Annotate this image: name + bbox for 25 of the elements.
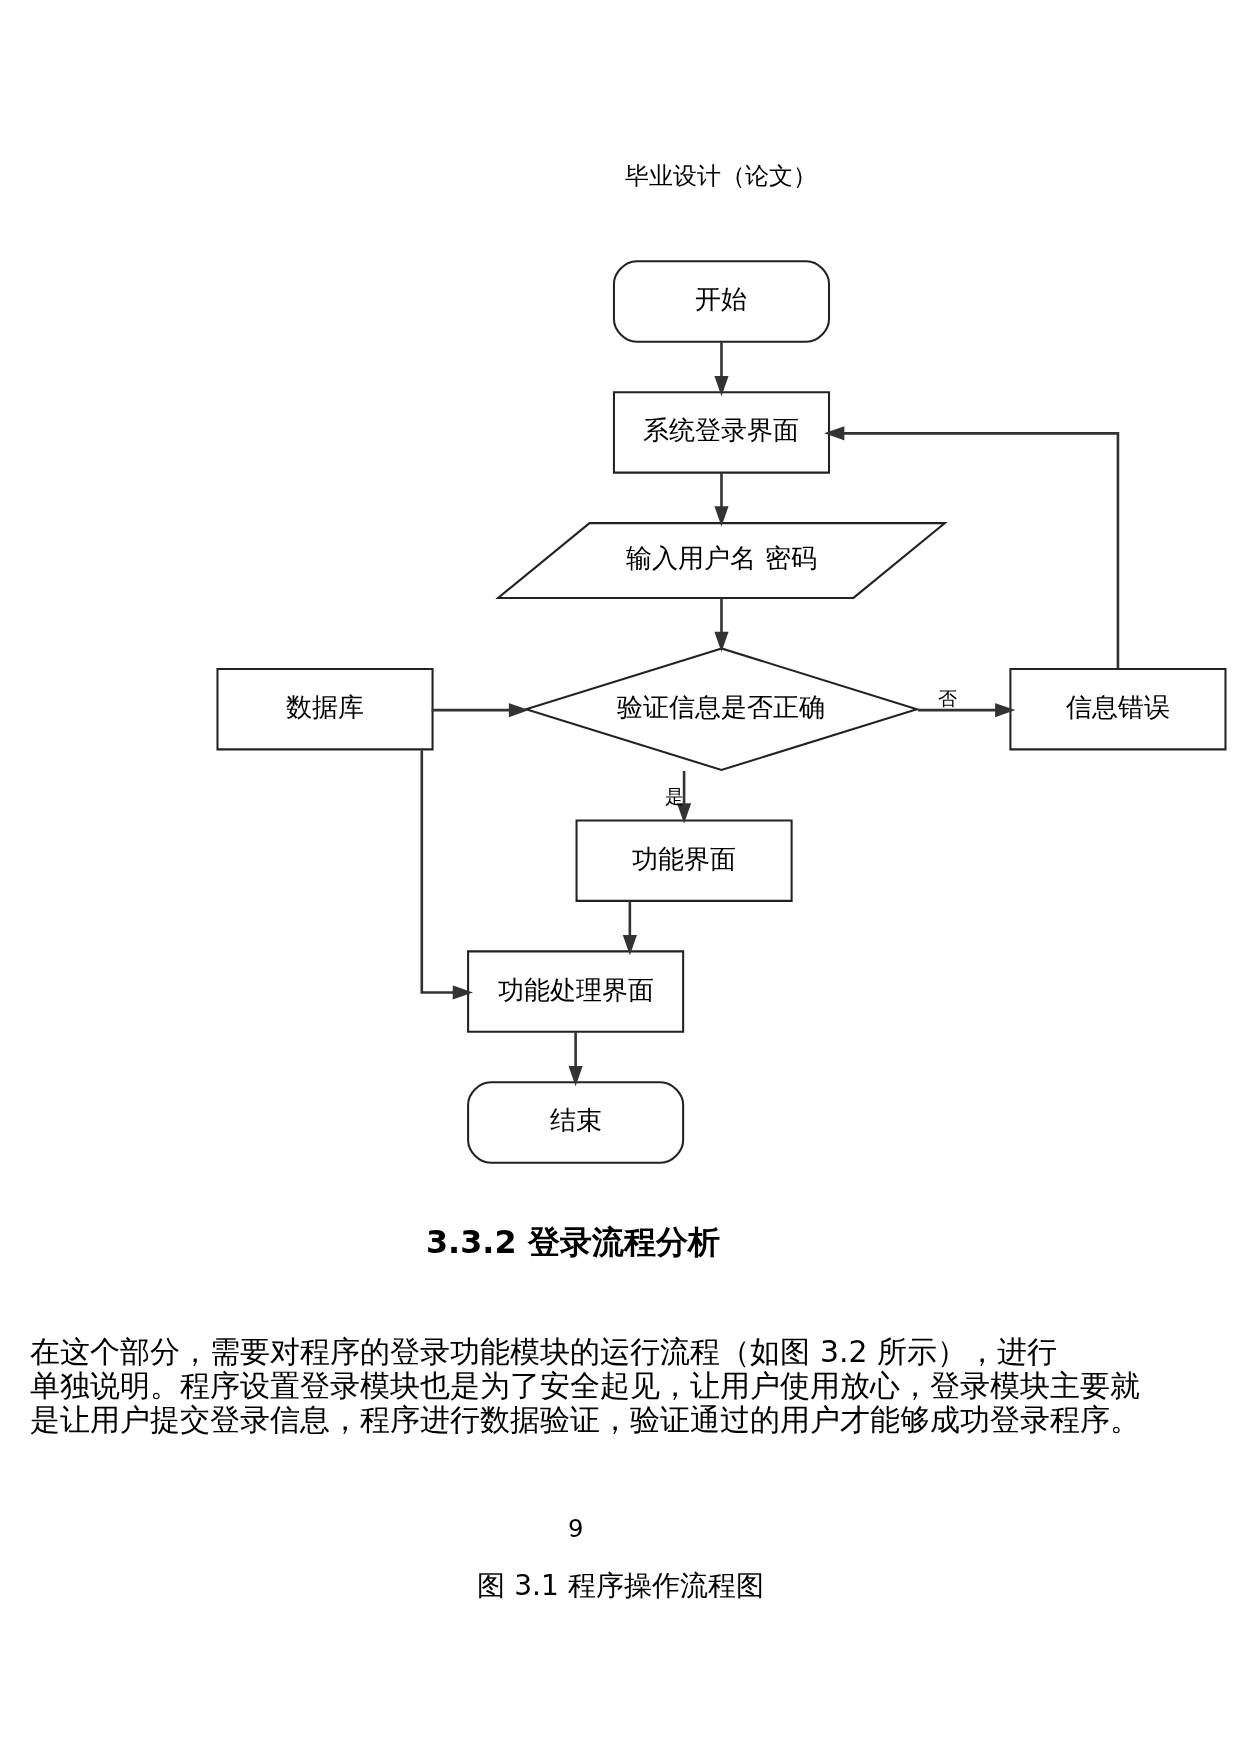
label: 9	[567, 1514, 584, 1544]
arrow	[917, 703, 1016, 718]
node-box: 结束	[467, 1081, 685, 1164]
arrow	[824, 426, 1120, 669]
caption: 图 3.1 程序操作流程图	[477, 1568, 764, 1602]
node-box: 功能处理界面	[467, 950, 685, 1033]
arrow	[714, 598, 729, 652]
arrow	[714, 472, 729, 527]
node-box: 信息错误	[1009, 667, 1227, 751]
label: 3.3.2 登录流程分析	[426, 1222, 720, 1260]
arrow	[420, 750, 473, 1000]
node-diamond: 验证信息是否正确	[522, 647, 921, 772]
node-box: 功能界面	[575, 819, 793, 902]
arrow	[568, 1032, 583, 1087]
arrow	[431, 703, 530, 718]
node-box: 系统登录界面	[612, 391, 831, 474]
node-box: 数据库	[216, 667, 434, 751]
node-box: 开始	[612, 260, 831, 343]
label: 在这个部分，需要对程序的登录功能模块的运行流程（如图 3.2 所示），进行单独说明。程序设置登录模块也是为了安全起见，让用户使用放心，登录模块主要就是让用户提交登录信息，程序进行数据验证，验证通过的用户才能够成功登录程序。	[30, 1334, 1141, 1437]
edge-label: 是	[665, 785, 685, 807]
arrow	[714, 342, 729, 397]
edge-label: 否	[938, 687, 958, 709]
arrow	[677, 770, 692, 824]
arrow	[622, 901, 637, 956]
label: 毕业设计（论文）	[625, 160, 818, 190]
